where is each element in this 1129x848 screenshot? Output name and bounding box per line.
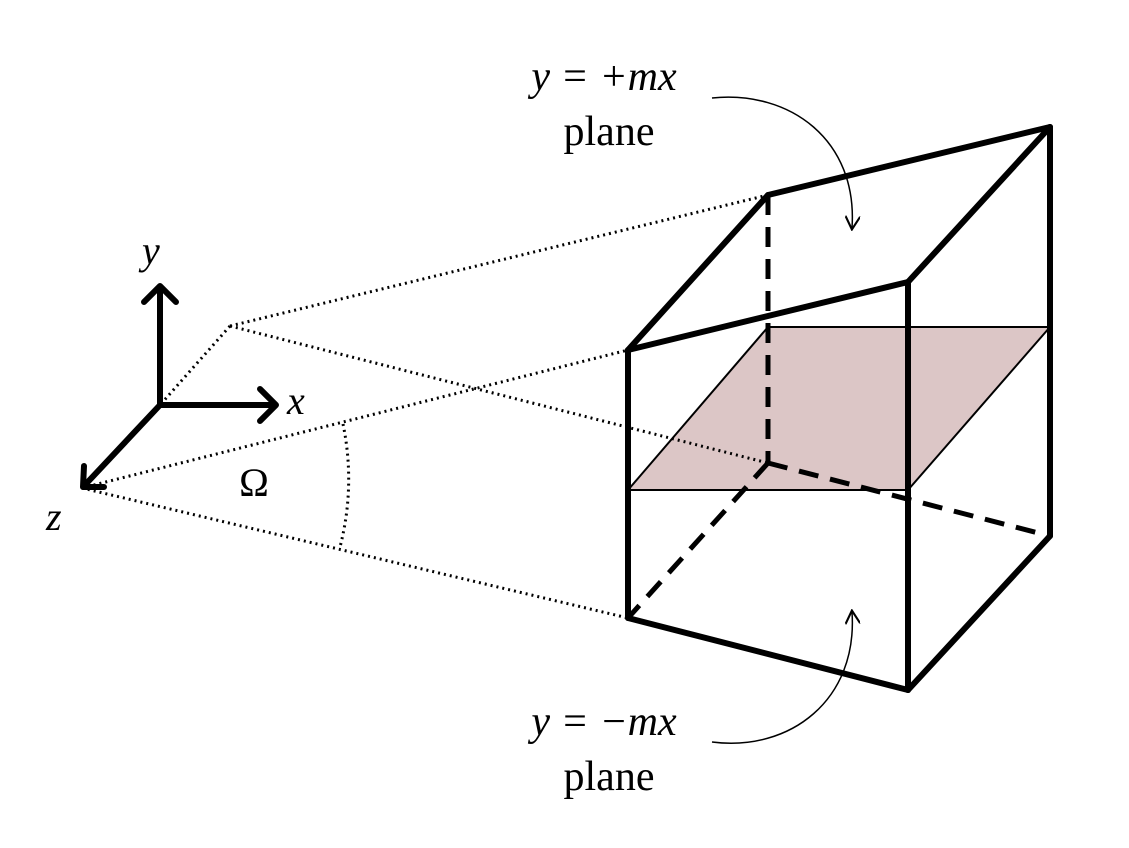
y-axis-label: y <box>138 228 160 273</box>
angle-arc <box>338 423 351 548</box>
coordinate-axes <box>80 283 279 490</box>
mid-plane-outline <box>627 326 1051 491</box>
top-plane-callout-arrow <box>711 96 852 228</box>
z-axis-arrowhead-icon <box>80 463 107 490</box>
x-axis-arrowhead-icon <box>257 386 279 424</box>
fov-dotted-lines <box>81 193 769 620</box>
x-axis-label: x <box>286 378 305 423</box>
z-axis <box>81 402 163 489</box>
bottom-plane-callout-arrow <box>711 612 852 744</box>
top-plane-equation: y = +mx <box>527 54 677 100</box>
angle-label: Ω <box>239 460 269 505</box>
bottom-plane-equation: y = −mx <box>527 699 677 745</box>
y-axis-arrowhead-icon <box>141 283 179 305</box>
mid-plane-shade <box>628 327 1050 490</box>
z-axis-label: z <box>45 494 62 539</box>
box-edges <box>625 124 1053 693</box>
top-plane-word: plane <box>564 109 655 155</box>
bottom-plane-word: plane <box>564 754 655 800</box>
